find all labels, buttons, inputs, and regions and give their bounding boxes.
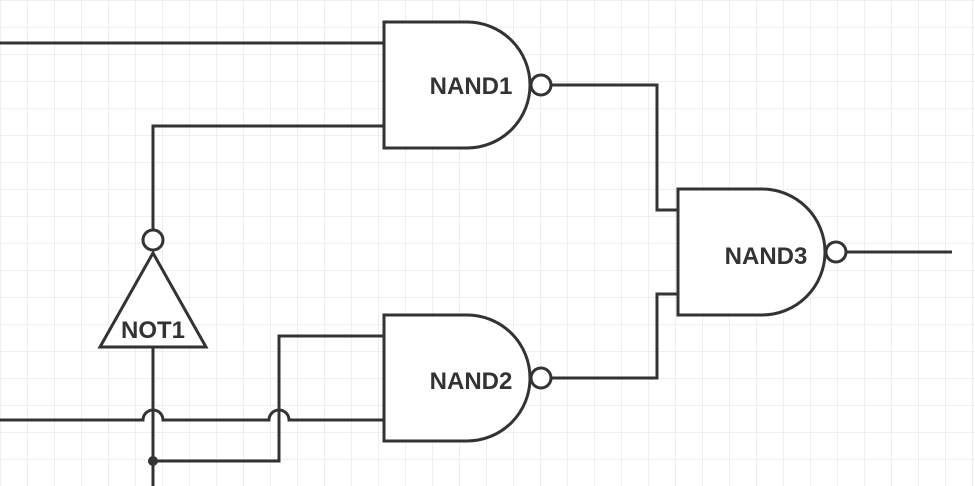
nand3-label: NAND3 (725, 243, 808, 270)
nand1-inversion-bubble (529, 73, 553, 97)
wire-nand2-out-to-nand3 (552, 292, 678, 380)
nand2-label: NAND2 (430, 368, 513, 395)
nand2-gate[interactable]: NAND2 (382, 313, 553, 443)
not1-label: NOT1 (121, 317, 185, 344)
nand3-body (676, 187, 827, 317)
nand1-body (382, 20, 532, 150)
not1-gate[interactable]: NOT1 (97, 228, 209, 349)
wires (0, 41, 952, 486)
nand1-gate[interactable]: NAND1 (382, 20, 553, 150)
junction-dot (148, 456, 158, 466)
wire-input-b-to-nand2 (0, 408, 384, 422)
wire-s-branch-to-nand2 (153, 334, 384, 463)
not1-body (97, 249, 209, 349)
nand3-inversion-bubble (824, 240, 848, 264)
nand2-inversion-bubble (529, 366, 553, 390)
nand1-label: NAND1 (430, 73, 513, 100)
nand2-body (382, 313, 532, 443)
wire-nand1-out-to-nand3 (552, 83, 678, 212)
not1-inversion-bubble (141, 228, 165, 252)
wire-not1-out-to-nand1 (151, 124, 384, 229)
nand3-gate[interactable]: NAND3 (676, 187, 848, 317)
